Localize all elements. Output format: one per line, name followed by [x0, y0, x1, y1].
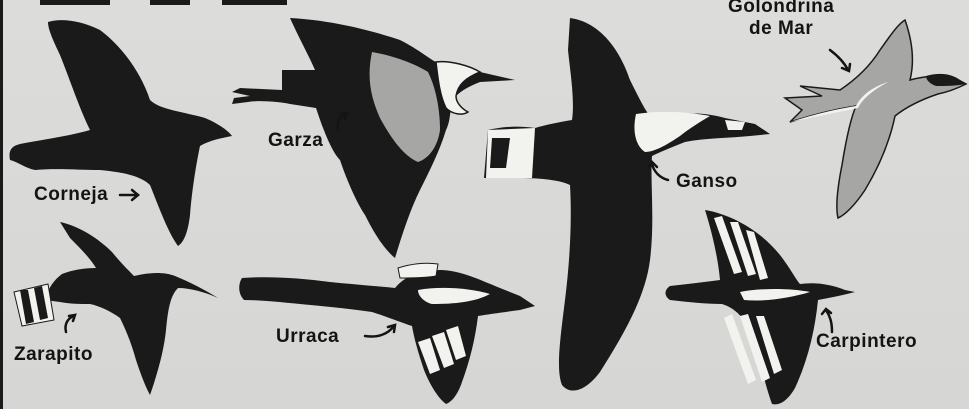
woodpecker-silhouette	[666, 210, 856, 404]
crow-silhouette	[9, 20, 232, 246]
label-garza: Garza	[268, 130, 323, 152]
label-golondrina-line1: Golondrina	[728, 0, 834, 18]
cropped-heading-fragment	[40, 0, 287, 5]
label-urraca: Urraca	[276, 326, 339, 348]
curlew-silhouette	[14, 222, 218, 395]
label-ganso: Ganso	[676, 171, 738, 193]
label-corneja: Corneja	[34, 184, 108, 206]
label-carpintero: Carpintero	[816, 331, 917, 353]
ganso-arrow	[652, 164, 668, 180]
goose-silhouette	[484, 18, 770, 391]
tern-silhouette	[785, 20, 966, 218]
label-golondrina-line2: de Mar	[728, 18, 834, 40]
label-zarapito: Zarapito	[14, 344, 93, 366]
left-border	[0, 0, 3, 409]
label-golondrina-de-mar: Golondrina de Mar	[728, 0, 834, 40]
golondrina-arrow	[830, 50, 848, 70]
